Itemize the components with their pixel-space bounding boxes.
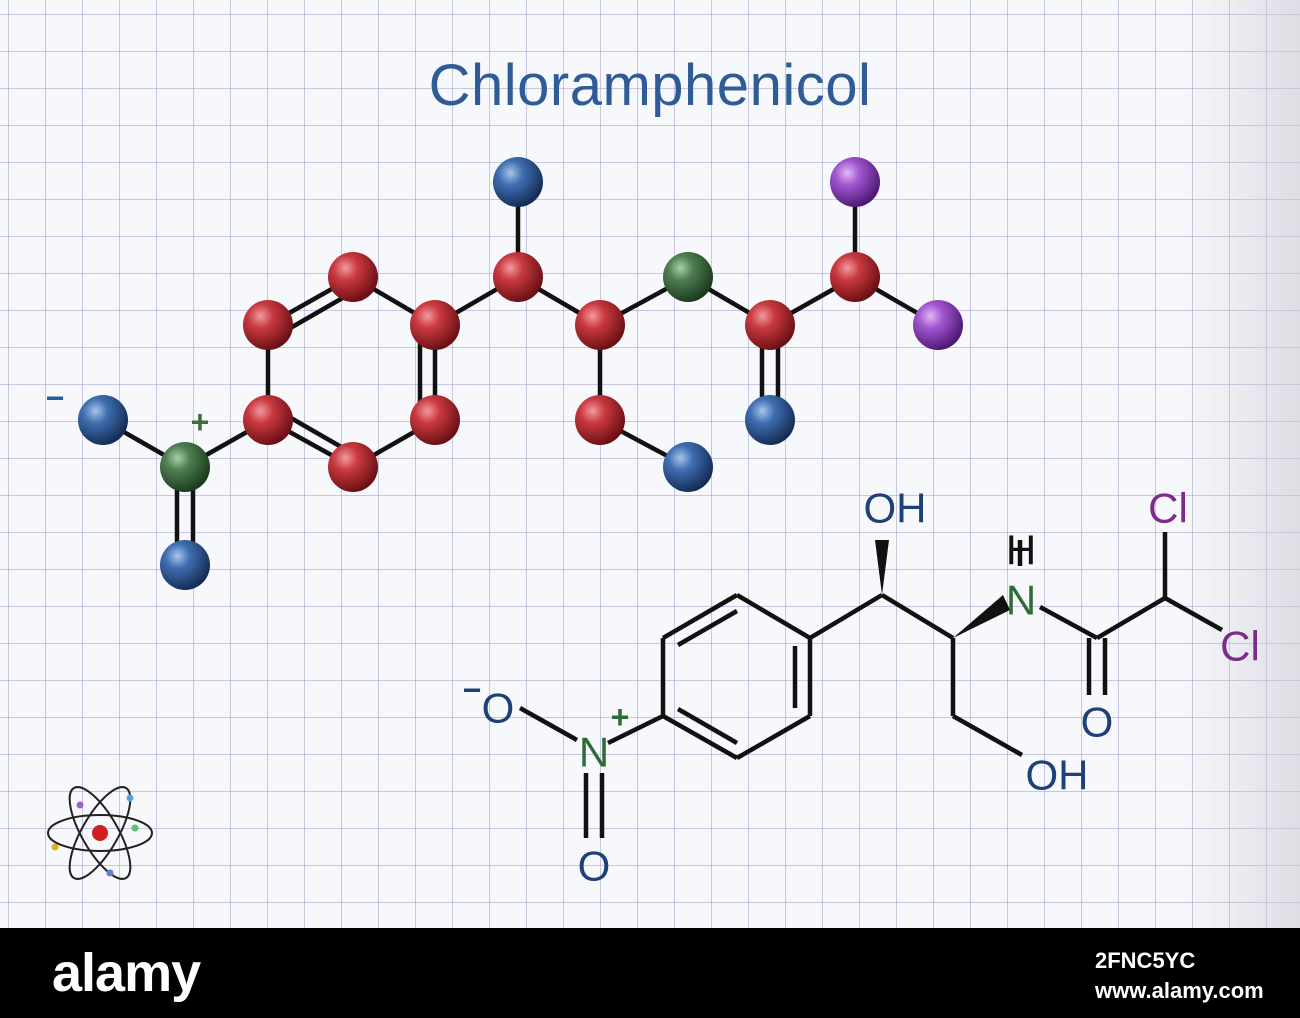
label-charge-plus: +: [611, 699, 630, 735]
model-atom-chlorine: [913, 300, 963, 350]
model-atom-carbon: [830, 252, 880, 302]
footer-bar: [0, 928, 1300, 1018]
label-oh-bottom: OH: [1026, 752, 1089, 799]
model-charge-plus: +: [191, 404, 210, 440]
model-atom-carbon: [493, 252, 543, 302]
model-atom-carbon: [410, 395, 460, 445]
model-atom-carbon: [745, 300, 795, 350]
model-atom-nitrogen: [663, 252, 713, 302]
ball-and-stick-model: − +: [46, 157, 963, 590]
model-bonds: [101, 182, 940, 565]
model-atom-oxygen: [493, 157, 543, 207]
model-atoms: [78, 157, 963, 590]
skeletal-formula: OH H N Cl Cl O OH O − N + O: [463, 485, 1260, 890]
model-atom-carbon: [328, 252, 378, 302]
model-atom-oxygen: [663, 442, 713, 492]
image-id: 2FNC5YC: [1095, 948, 1196, 973]
grid-paper-background: [0, 0, 1300, 928]
atom-icon: [47, 786, 153, 880]
label-o-carbonyl: O: [1081, 699, 1114, 746]
label-oh-top: OH: [864, 485, 927, 532]
model-atom-carbon: [243, 395, 293, 445]
label-cl-top: Cl: [1148, 485, 1188, 532]
model-atom-chlorine: [830, 157, 880, 207]
molecule-diagram: − +: [46, 157, 1260, 890]
model-atom-carbon: [243, 300, 293, 350]
page-title: Chloramphenicol: [428, 53, 872, 118]
site-url: www.alamy.com: [1095, 978, 1264, 1003]
model-atom-carbon: [410, 300, 460, 350]
label-h-amide: H: [1006, 527, 1036, 574]
label-o-minus: O: [482, 685, 515, 732]
label-n-amide: N: [1006, 577, 1036, 624]
model-charge-minus: −: [46, 380, 65, 416]
wedge-bond-oh: [875, 540, 889, 595]
model-atom-oxygen: [78, 395, 128, 445]
label-charge-minus: −: [463, 672, 482, 708]
skeletal-bonds: [518, 532, 1224, 838]
brand-logo: alamy: [52, 943, 201, 1003]
label-n-nitro: N: [579, 729, 609, 776]
model-atom-oxygen: [745, 395, 795, 445]
model-atom-carbon: [575, 395, 625, 445]
label-o-nitro: O: [578, 843, 611, 890]
label-cl-right: Cl: [1220, 623, 1260, 670]
model-atom-carbon: [328, 442, 378, 492]
model-atom-carbon: [575, 300, 625, 350]
model-atom-nitrogen: [160, 442, 210, 492]
wedge-bond-nh: [953, 595, 1010, 638]
model-atom-oxygen: [160, 540, 210, 590]
